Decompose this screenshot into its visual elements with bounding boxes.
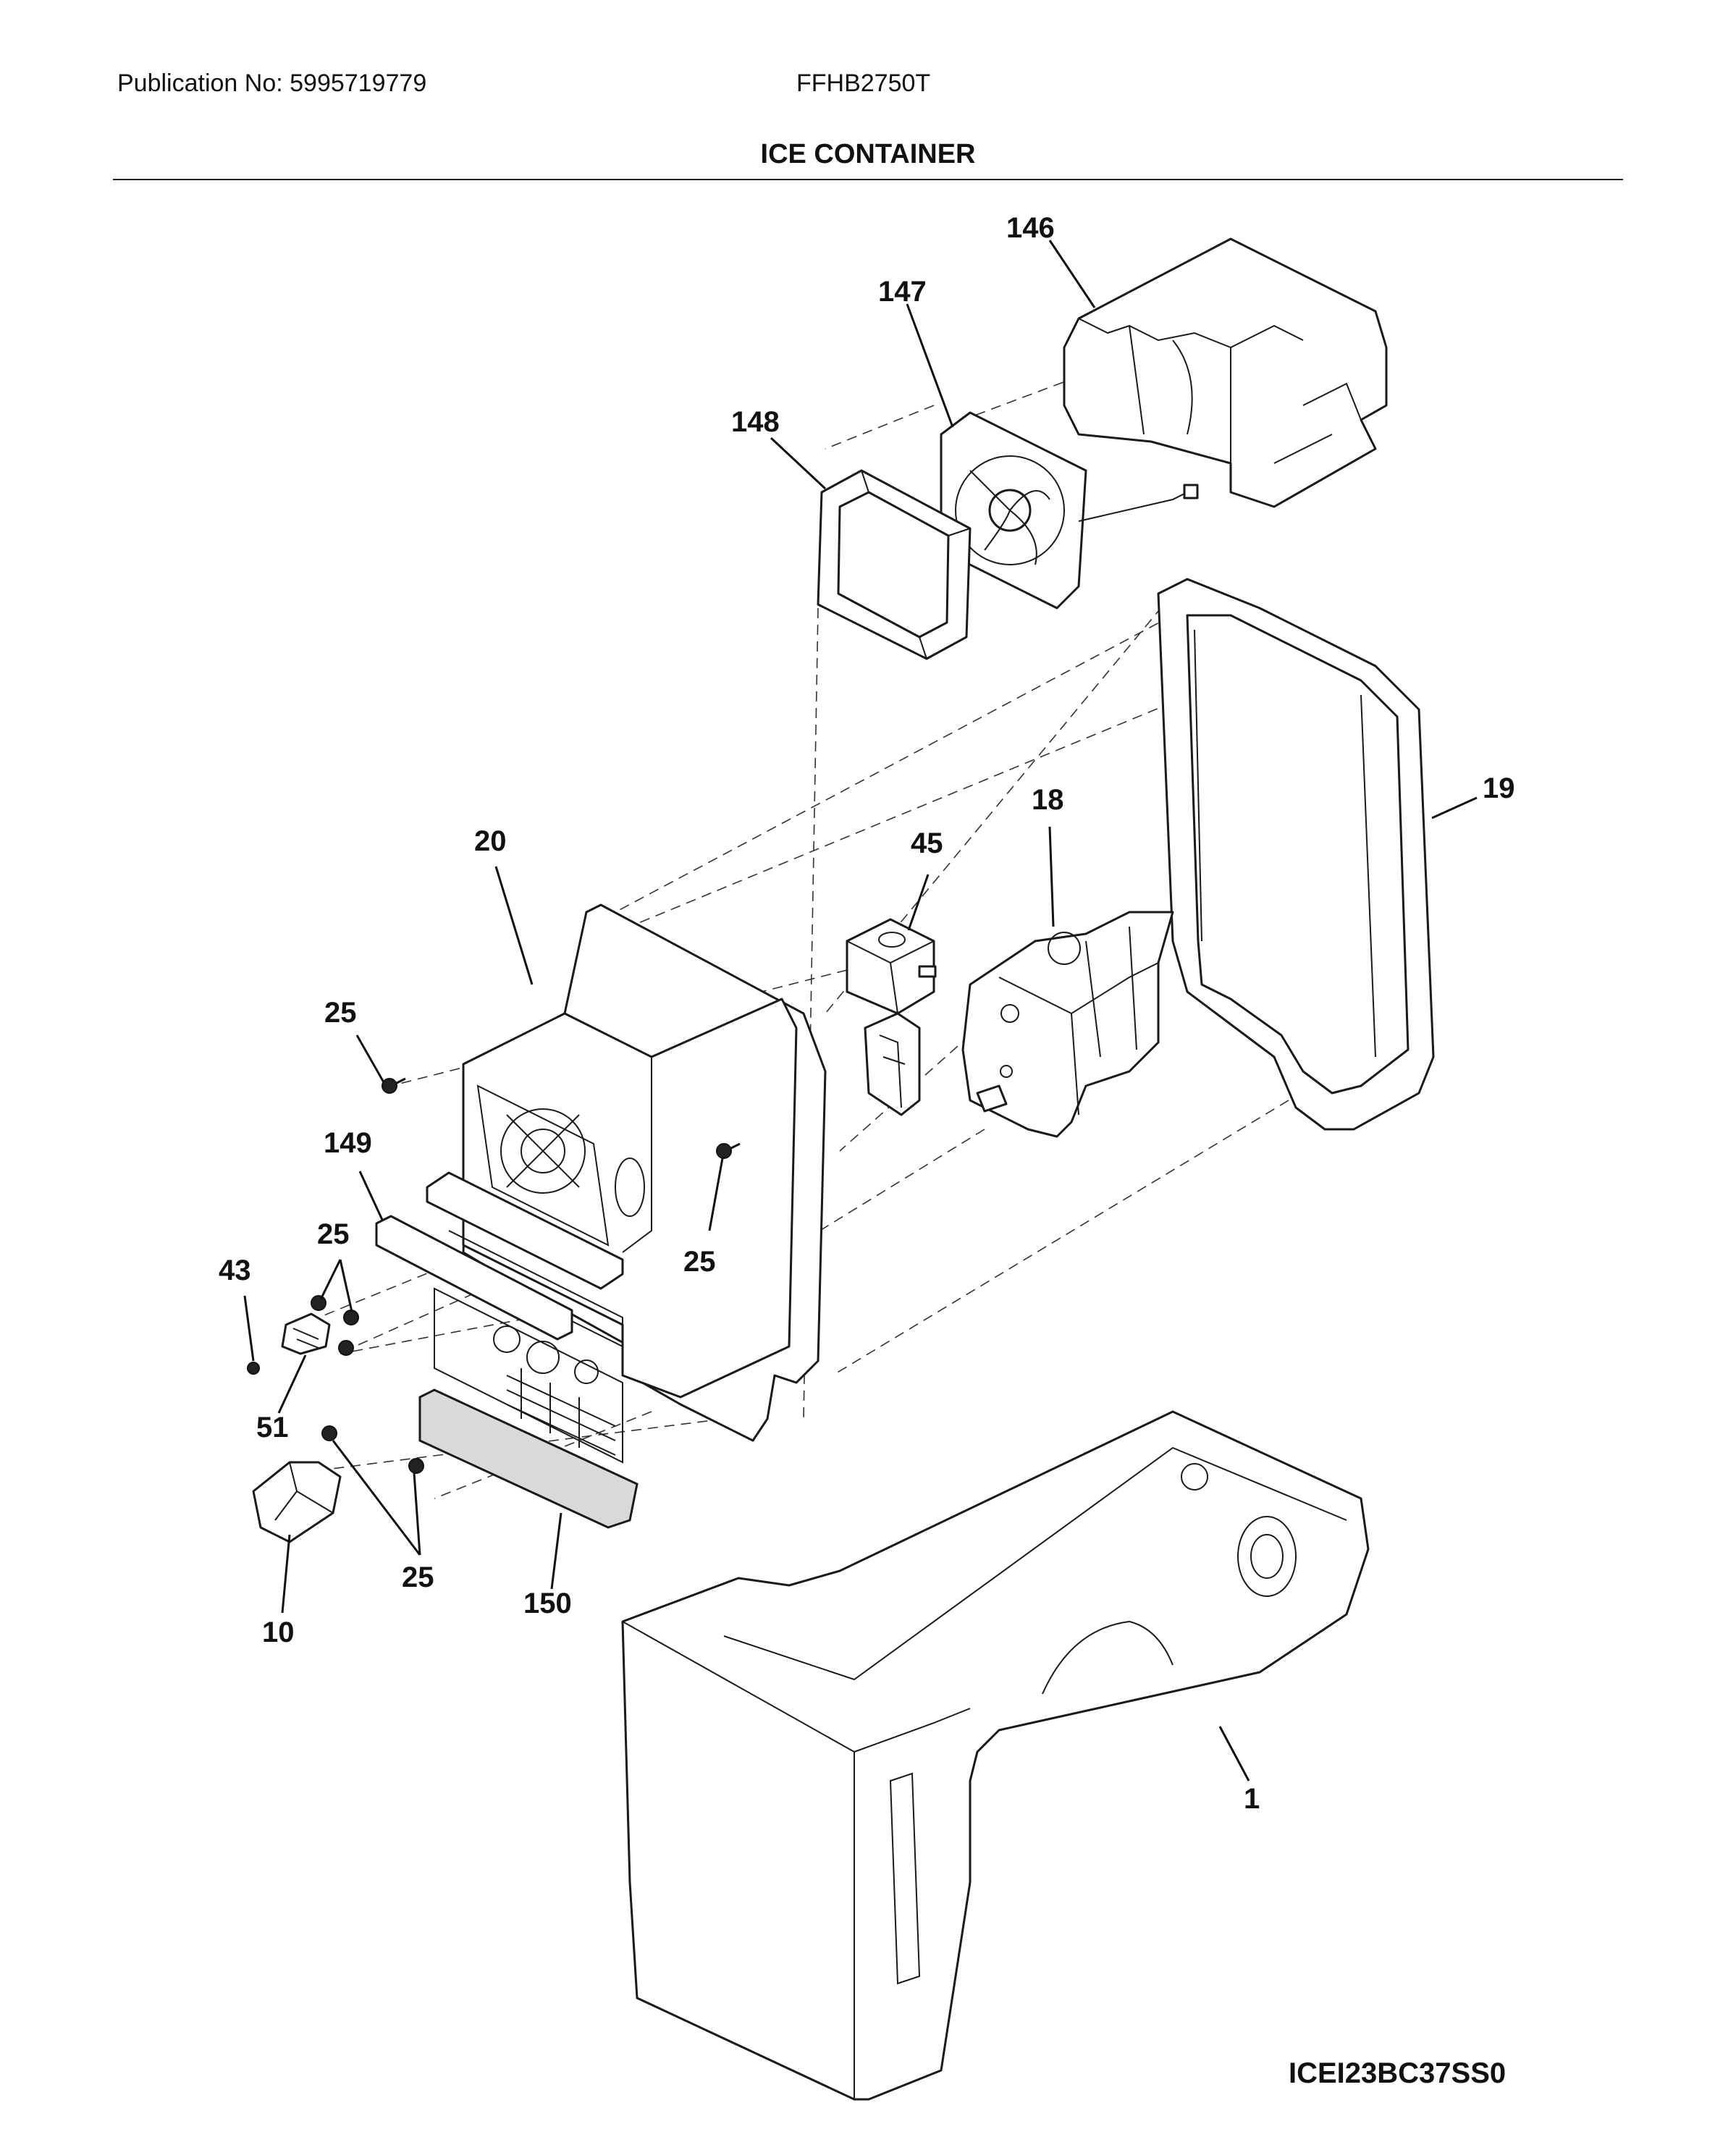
model-number: FFHB2750T (796, 69, 931, 97)
leader-lines (243, 240, 1478, 1782)
callout-51: 51 (256, 1412, 289, 1443)
callout-45: 45 (911, 827, 943, 859)
gasket-19 (1157, 578, 1435, 1131)
screw-icon (247, 1362, 260, 1375)
strip-149 (375, 1215, 573, 1341)
diagram-code: ICEI23BC37SS0 (1289, 2057, 1507, 2089)
screw-icon (408, 1458, 424, 1474)
screw-icon (311, 1295, 326, 1311)
shroud-ring-148 (817, 469, 972, 660)
housing-20 (426, 903, 827, 1464)
bracket-10 (252, 1461, 342, 1543)
ice-bucket-1 (621, 1410, 1370, 2101)
callout-20: 20 (474, 825, 507, 857)
callout-25: 25 (324, 997, 357, 1029)
callout-149: 149 (324, 1127, 372, 1159)
screws (247, 1077, 741, 1474)
callout-labels: 146 147 148 19 18 45 20 25 25 149 25 43 … (219, 212, 1515, 1815)
callout-25: 25 (683, 1246, 716, 1278)
callout-147: 147 (878, 276, 927, 308)
fan-housing-146 (1063, 237, 1388, 508)
solenoid-valve-45 (846, 918, 937, 1116)
screw-icon (382, 1077, 406, 1094)
callout-146: 146 (1006, 212, 1055, 244)
page-title: ICE CONTAINER (760, 139, 976, 169)
publication-number: Publication No: 5995719779 (117, 69, 427, 97)
callout-1: 1 (1244, 1783, 1260, 1815)
header-divider (113, 179, 1623, 180)
screw-icon (343, 1310, 359, 1325)
screw-icon (338, 1340, 354, 1356)
callout-43: 43 (219, 1255, 251, 1286)
insulation-strip-150 (418, 1388, 639, 1529)
clip-51 (281, 1312, 331, 1355)
callout-150: 150 (523, 1588, 572, 1619)
callout-25: 25 (402, 1561, 434, 1593)
callout-148: 148 (731, 406, 780, 438)
callout-18: 18 (1032, 784, 1064, 816)
callout-19: 19 (1483, 772, 1515, 804)
callout-10: 10 (262, 1616, 295, 1648)
screw-icon (716, 1142, 741, 1159)
screw-icon (321, 1425, 337, 1441)
motor-18 (961, 911, 1174, 1138)
callout-25: 25 (317, 1218, 350, 1250)
